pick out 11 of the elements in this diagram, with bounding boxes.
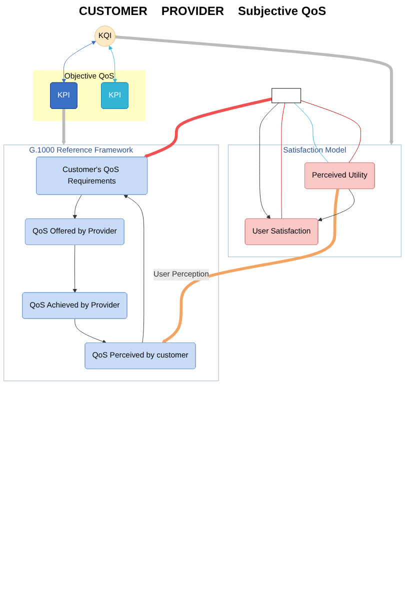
arrow [62,108,66,146]
arrow [143,98,272,158]
arrow [162,188,340,344]
connector [281,102,286,220]
section-label: Subjective QoS [238,4,326,18]
node-box [272,88,302,104]
section-label: PROVIDER [161,4,224,18]
arrow [115,36,394,146]
connector [300,100,361,164]
section-label: CUSTOMER [78,4,148,18]
connector [294,102,329,164]
